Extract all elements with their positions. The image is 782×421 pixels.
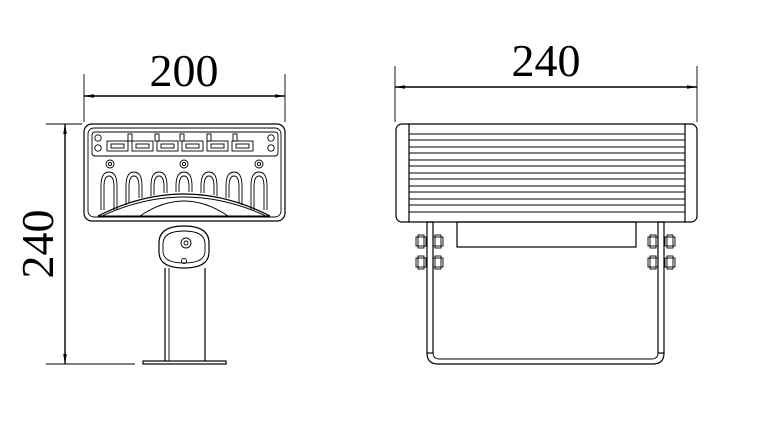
lens-arches [100,171,268,210]
lamp-body-front [395,123,698,248]
side-height-dimension: 240 [12,123,135,365]
side-height-label: 240 [12,210,63,279]
connector-boxes [106,133,254,152]
left-bolts [415,234,444,270]
side-width-dimension: 200 [83,45,286,122]
side-width-label: 200 [150,45,219,96]
u-bracket-front [415,221,676,365]
front-width-dimension: 240 [394,35,698,122]
front-view: 240 [394,35,698,365]
right-bolts [647,234,676,270]
heat-sink-fins [409,133,685,213]
side-view: 200 240 [12,45,286,365]
front-width-label: 240 [512,35,581,86]
stand-side [142,225,227,365]
lamp-head-side [83,123,286,222]
